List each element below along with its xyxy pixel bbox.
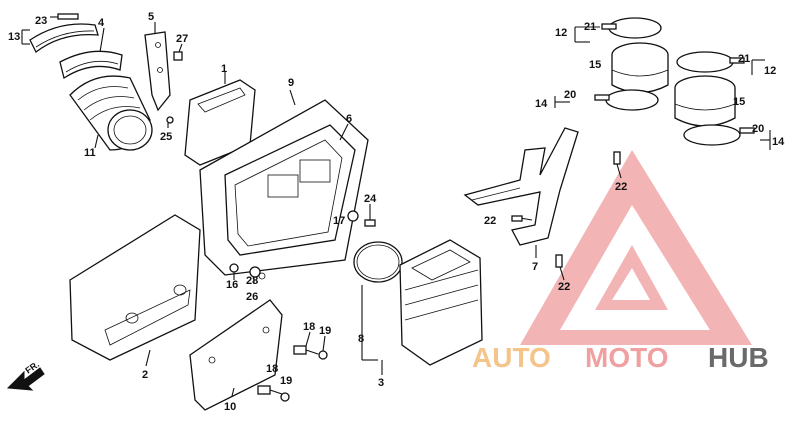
callout-22-b: 22	[484, 215, 496, 227]
screws-18-19	[257, 331, 328, 402]
watermark-wordmark: AUTO MOTO HUB	[472, 342, 769, 373]
fasteners-16-26-28	[229, 263, 266, 284]
callout-3: 3	[378, 377, 384, 389]
o-ring-8	[353, 241, 403, 361]
bracket-5	[144, 22, 183, 128]
filter-element-3	[381, 239, 483, 375]
screw-22-b	[511, 215, 523, 222]
washer-25	[166, 116, 174, 124]
callout-20-a: 20	[564, 89, 576, 101]
air-cleaner-case-9	[199, 89, 376, 276]
callout-12-a: 12	[555, 27, 567, 39]
bolt-17	[347, 210, 359, 222]
watermark-auto: AUTO	[472, 342, 551, 373]
callout-18-b: 18	[266, 363, 278, 375]
screw-21-b	[729, 57, 745, 64]
screw-20-a	[594, 94, 610, 101]
clamp-14-a	[605, 89, 659, 111]
callout-18-a: 18	[303, 321, 315, 333]
callout-4: 4	[98, 17, 105, 29]
callout-labels: 13 23 4 5 27 1 9 11 25 6 24 17 16 26 28 …	[8, 11, 785, 413]
hose-clamp-group-13	[21, 13, 99, 53]
watermark-moto: MOTO	[585, 342, 668, 373]
callout-20-b: 20	[752, 123, 764, 135]
callout-5: 5	[148, 11, 154, 23]
callout-21-b: 21	[738, 53, 750, 65]
callout-16: 16	[226, 279, 238, 291]
callout-21-a: 21	[584, 21, 596, 33]
screw-21-a	[601, 23, 617, 30]
screw-23	[57, 13, 79, 20]
clamp-group-lower	[674, 51, 771, 150]
front-direction-arrow: FR.	[6, 359, 45, 391]
callout-19-a: 19	[319, 325, 331, 337]
callout-13: 13	[8, 31, 20, 43]
screw-22-c	[555, 254, 563, 268]
screw-24	[364, 219, 376, 227]
callout-10: 10	[224, 401, 236, 413]
watermark-triangle-center	[612, 268, 650, 300]
flange-4	[59, 27, 123, 80]
callout-19-b: 19	[280, 375, 292, 387]
cover-2	[69, 214, 201, 367]
callout-22-a: 22	[615, 181, 627, 193]
callout-7: 7	[532, 261, 538, 273]
callout-23: 23	[35, 15, 47, 27]
callout-8: 8	[358, 333, 364, 345]
callout-1: 1	[221, 63, 227, 75]
screw-20-b	[739, 127, 755, 134]
screw-22-a	[613, 151, 621, 165]
watermark-logo	[520, 150, 752, 345]
callout-6: 6	[346, 113, 352, 125]
callout-11: 11	[84, 147, 96, 159]
clamp-12-a	[608, 17, 662, 39]
callout-15-b: 15	[733, 96, 745, 108]
callout-24: 24	[364, 193, 377, 205]
callout-12-b: 12	[764, 65, 776, 77]
clamp-12-b	[676, 51, 734, 73]
callout-22-c: 22	[558, 281, 570, 293]
callout-28: 28	[246, 275, 258, 287]
intake-boot-11	[69, 75, 153, 151]
callout-27: 27	[176, 33, 188, 45]
callout-14-b: 14	[772, 136, 785, 148]
callout-25: 25	[160, 131, 172, 143]
callout-14-a: 14	[535, 98, 548, 110]
watermark-hub: HUB	[708, 342, 769, 373]
clamp-group-upper	[554, 17, 669, 111]
frame-bracket-7	[463, 127, 622, 281]
callout-9: 9	[288, 77, 294, 89]
callout-15-a: 15	[589, 59, 601, 71]
nut-27	[173, 51, 183, 61]
callout-26: 26	[246, 291, 258, 303]
gasket-plate-10	[189, 299, 283, 411]
callout-2: 2	[142, 369, 148, 381]
clamp-14-b	[683, 124, 741, 146]
callout-17: 17	[333, 215, 345, 227]
